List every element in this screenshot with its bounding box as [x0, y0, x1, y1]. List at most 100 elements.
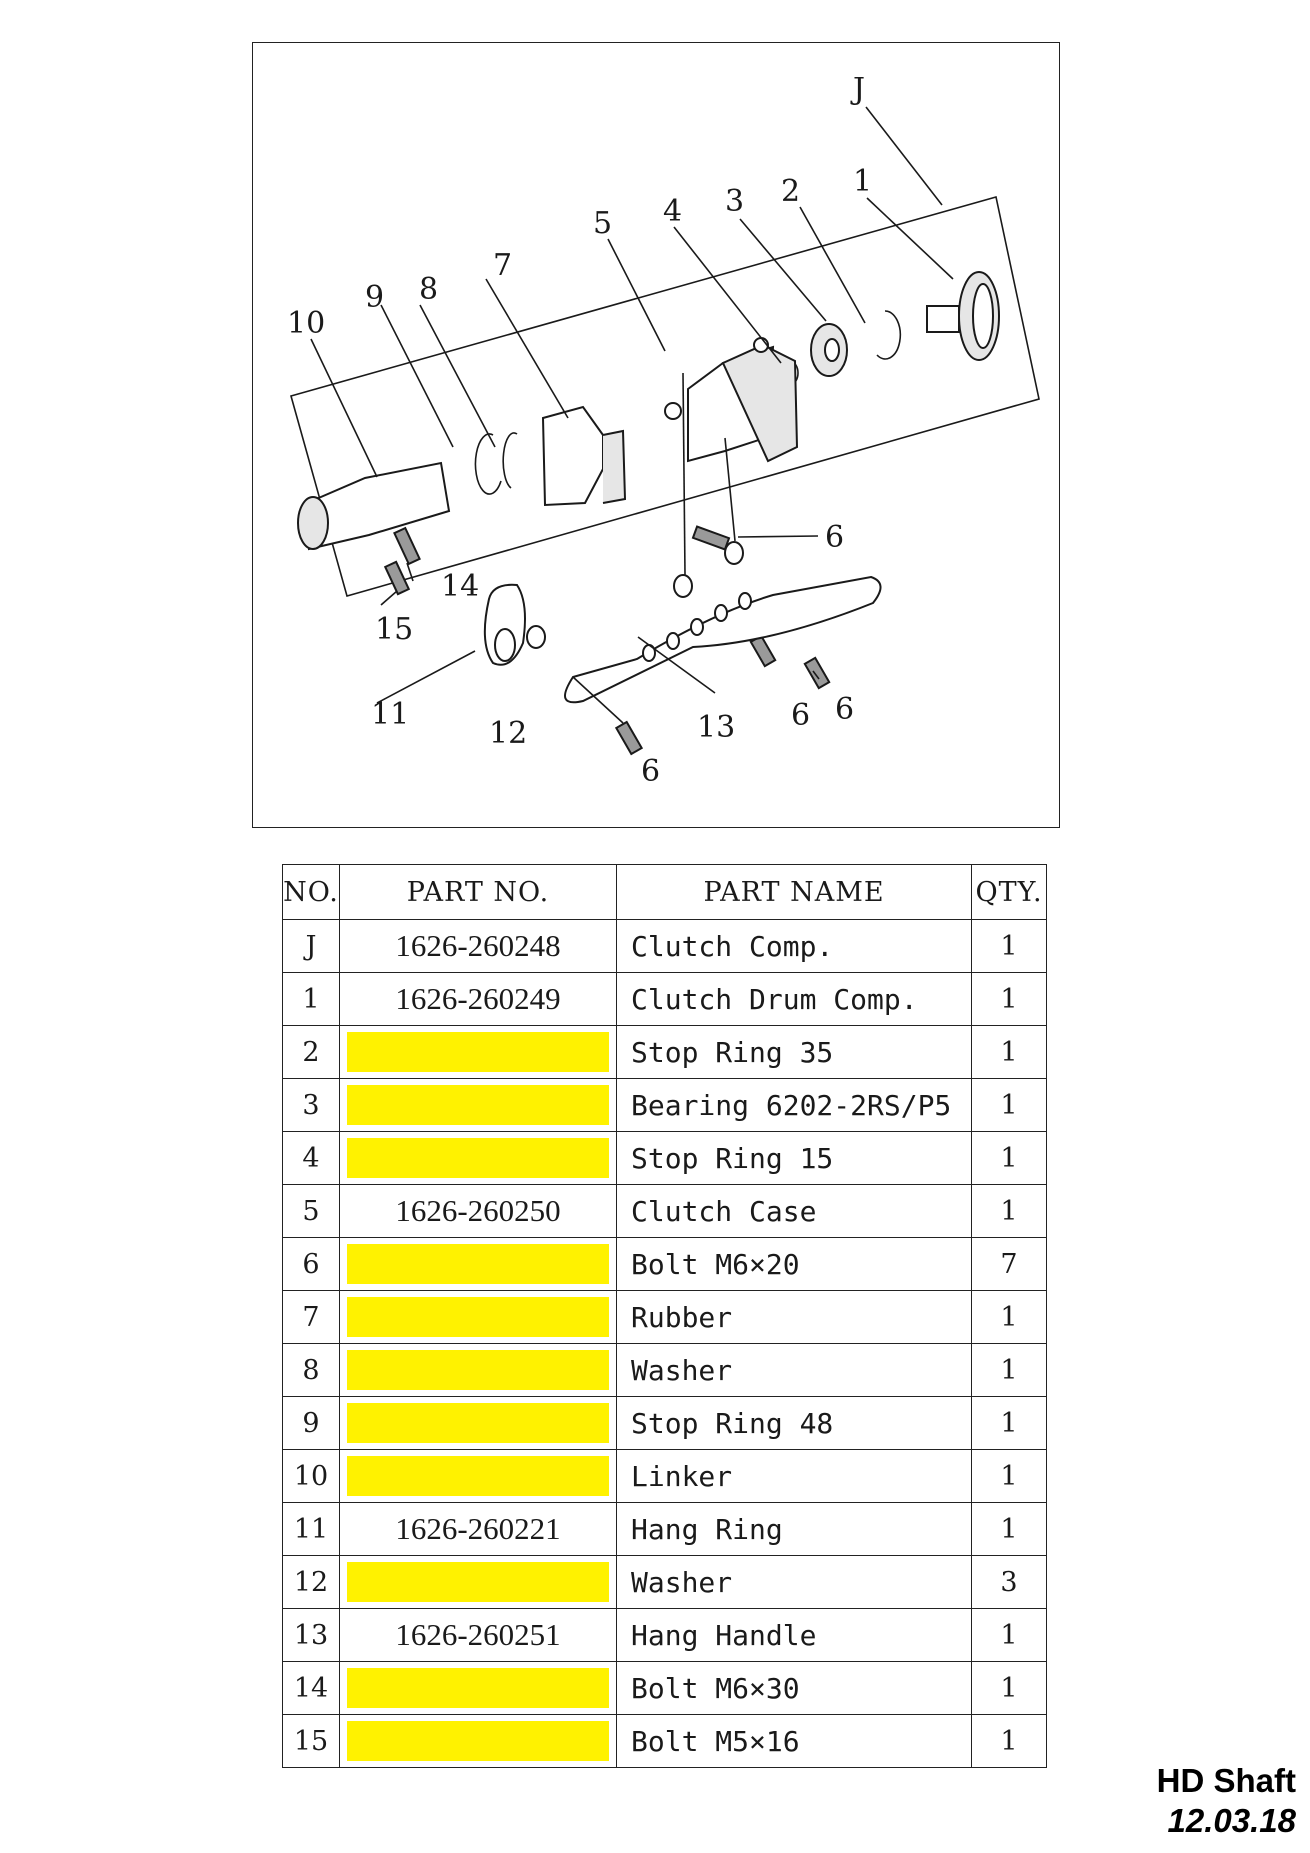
callout-9: 9: [365, 280, 384, 315]
part-no-highlight-blank: [347, 1297, 609, 1338]
cell-part-name: Hang Ring: [616, 1502, 972, 1556]
callout-5: 5: [593, 206, 612, 241]
cell-part-no: 1626-260248: [339, 919, 617, 973]
header-part-name: PART NAME: [616, 864, 972, 920]
part-13-hang-handle: [564, 575, 882, 704]
cell-part-no: [339, 1078, 617, 1132]
part-no-highlight-blank: [347, 1032, 609, 1073]
header-no: NO.: [282, 864, 340, 920]
cell-part-no: [339, 1290, 617, 1344]
cell-part-no: 1626-260251: [339, 1608, 617, 1662]
part-no-highlight-blank: [347, 1721, 609, 1762]
cell-qty: 1: [971, 1449, 1047, 1503]
cell-part-name: Washer: [616, 1555, 972, 1609]
cell-no: 7: [282, 1290, 340, 1344]
callout-13: 13: [697, 710, 735, 745]
cell-qty: 1: [971, 1661, 1047, 1715]
cell-part-name: Bolt M5×16: [616, 1714, 972, 1768]
part-9-stop-ring: [474, 433, 502, 495]
callout-10: 10: [287, 306, 325, 341]
cell-no: 5: [282, 1184, 340, 1238]
part-15-bolt: [383, 560, 411, 596]
cell-no: 4: [282, 1131, 340, 1185]
cell-part-name: Washer: [616, 1343, 972, 1397]
header-part-no: PART NO.: [339, 864, 617, 920]
cell-part-name: Stop Ring 48: [616, 1396, 972, 1450]
document-date: 12.03.18: [1167, 1802, 1296, 1839]
cell-part-name: Bolt M6×20: [616, 1237, 972, 1291]
cell-part-name: Clutch Case: [616, 1184, 972, 1238]
cell-no: 11: [282, 1502, 340, 1556]
part-no-highlight-blank: [347, 1350, 609, 1391]
cell-no: 14: [282, 1661, 340, 1715]
cell-part-name: Stop Ring 35: [616, 1025, 972, 1079]
cell-no: 9: [282, 1396, 340, 1450]
part-no-highlight-blank: [347, 1085, 609, 1126]
cell-part-no: [339, 1714, 617, 1768]
part-10-linker: [297, 461, 451, 551]
cell-part-name: Linker: [616, 1449, 972, 1503]
callout-8: 8: [419, 272, 438, 307]
part-11-hang-ring: [483, 583, 526, 666]
cell-qty: 3: [971, 1555, 1047, 1609]
part-no-highlight-blank: [347, 1562, 609, 1603]
callout-6d: 6: [641, 754, 660, 789]
cell-part-name: Bearing 6202-2RS/P5: [616, 1078, 972, 1132]
part-no-highlight-blank: [347, 1138, 609, 1179]
cell-qty: 1: [971, 1078, 1047, 1132]
callout-14: 14: [441, 569, 479, 604]
cell-part-name: Stop Ring 15: [616, 1131, 972, 1185]
callout-J: J: [850, 72, 865, 107]
callout-labels: J 1 2 3 4 5 6 7 8 9 10 11 12 13 14 15 6 …: [287, 72, 872, 789]
cell-qty: 7: [971, 1237, 1047, 1291]
cell-part-no: 1626-260249: [339, 972, 617, 1026]
callout-6c: 6: [791, 698, 810, 733]
cell-qty: 1: [971, 1714, 1047, 1768]
cell-no: 10: [282, 1449, 340, 1503]
cell-qty: 1: [971, 1343, 1047, 1397]
cell-part-no: [339, 1343, 617, 1397]
callout-3: 3: [725, 184, 744, 219]
callout-1: 1: [853, 164, 872, 199]
callout-6b: 6: [835, 692, 854, 727]
cell-qty: 1: [971, 1184, 1047, 1238]
part-no-highlight-blank: [347, 1403, 609, 1444]
part-1-clutch-drum: [926, 271, 1000, 361]
cell-no: 13: [282, 1608, 340, 1662]
part-7-rubber: [541, 405, 627, 507]
cell-qty: 1: [971, 919, 1047, 973]
document-title: HD Shaft: [1156, 1762, 1296, 1799]
cell-no: 3: [282, 1078, 340, 1132]
cell-part-no: 1626-260250: [339, 1184, 617, 1238]
part-6-bolts: [614, 525, 831, 756]
cell-part-no: 1626-260221: [339, 1502, 617, 1556]
cell-qty: 1: [971, 1502, 1047, 1556]
callout-6: 6: [825, 520, 844, 555]
exploded-diagram: J 1 2 3 4 5 6 7 8 9 10 11 12 13 14 15 6 …: [252, 42, 1060, 828]
part-5-clutch-case: [664, 337, 799, 463]
cell-part-no: [339, 1131, 617, 1185]
cell-no: 12: [282, 1555, 340, 1609]
cell-part-no: [339, 1237, 617, 1291]
part-14-bolt: [393, 526, 421, 566]
part-12-washers: [526, 541, 744, 649]
part-no-highlight-blank: [347, 1456, 609, 1497]
cell-part-name: Clutch Drum Comp.: [616, 972, 972, 1026]
leader-lines: [310, 106, 954, 724]
callout-12: 12: [489, 716, 527, 751]
table-header-row: NO. PART NO. PART NAME QTY.: [282, 864, 1047, 920]
